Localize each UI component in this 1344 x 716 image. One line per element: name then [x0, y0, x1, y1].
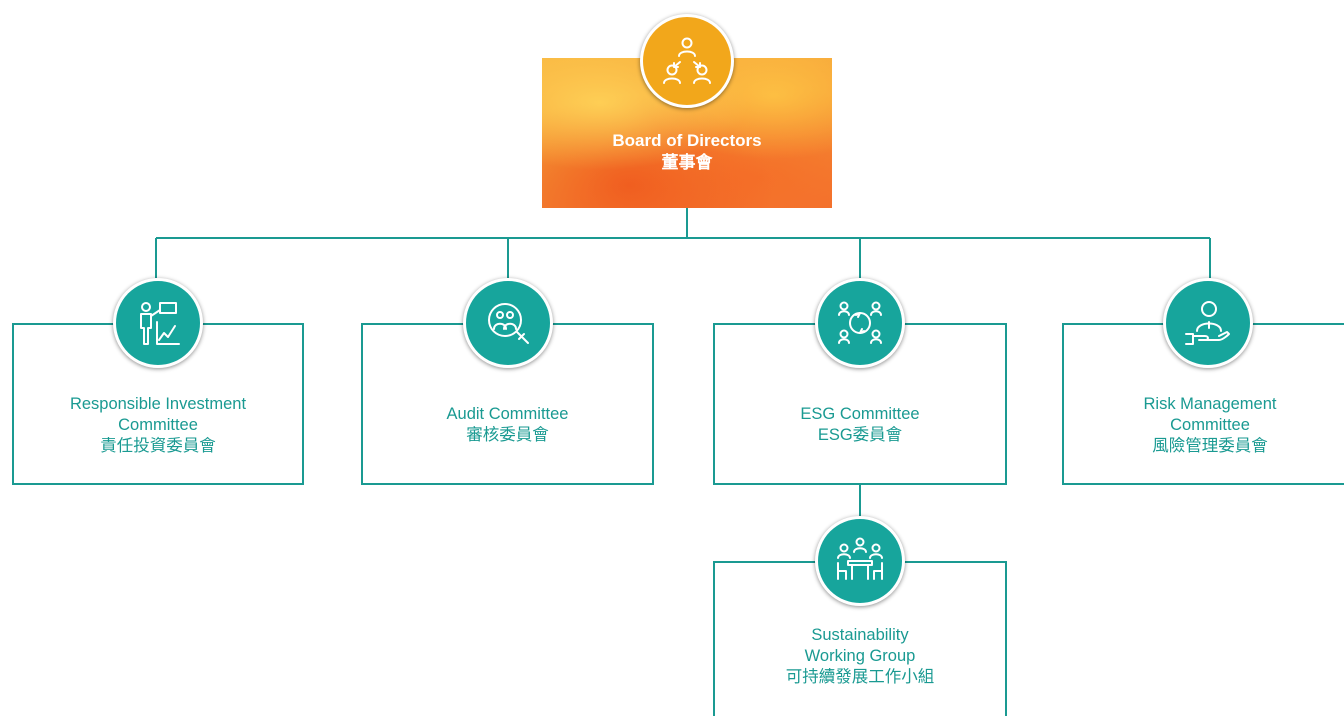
board-title: Board of Directors 董事會 [542, 130, 832, 174]
risk-management-label: Risk Management Committee 風險管理委員會 [1062, 394, 1344, 457]
esg-icon-circle [815, 278, 905, 368]
risk-management-line3: 風險管理委員會 [1152, 437, 1268, 455]
audit-magnifier-icon [488, 303, 529, 344]
esg-line2: ESG委員會 [817, 426, 903, 444]
board-name-zh: 董事會 [661, 153, 713, 172]
people-network-icon [663, 37, 711, 84]
responsible-investment-line2: Committee [118, 416, 198, 434]
audit-line2: 審核委員會 [466, 426, 549, 444]
esg-line1: ESG Committee [800, 405, 920, 423]
risk-management-line2: Committee [1170, 416, 1250, 434]
presenter-chart-icon [140, 302, 180, 345]
risk-management-icon-circle [1163, 278, 1253, 368]
working-group-line1: Sustainability [811, 626, 909, 644]
responsible-investment-line3: 責任投資委員會 [100, 437, 216, 455]
responsible-investment-icon-circle [113, 278, 203, 368]
working-group-line3: 可持續發展工作小組 [785, 668, 935, 686]
team-cycle-icon [838, 301, 882, 344]
risk-management-line1: Risk Management [1143, 395, 1277, 413]
working-group-icon-circle [815, 516, 905, 606]
responsible-investment-line1: Responsible Investment [69, 395, 247, 413]
audit-line1: Audit Committee [446, 405, 569, 423]
working-group-line2: Working Group [804, 647, 916, 665]
person-hand-icon [1185, 301, 1230, 345]
responsible-investment-label: Responsible Investment Committee 責任投資委員會 [12, 394, 304, 457]
audit-icon-circle [463, 278, 553, 368]
sustainability-working-group-label: Sustainability Working Group 可持續發展工作小組 [713, 625, 1007, 688]
board-icon-circle [640, 14, 734, 108]
meeting-table-icon [837, 537, 883, 580]
board-name-en: Board of Directors [612, 131, 762, 150]
audit-label: Audit Committee 審核委員會 [361, 404, 654, 446]
esg-label: ESG Committee ESG委員會 [713, 404, 1007, 446]
